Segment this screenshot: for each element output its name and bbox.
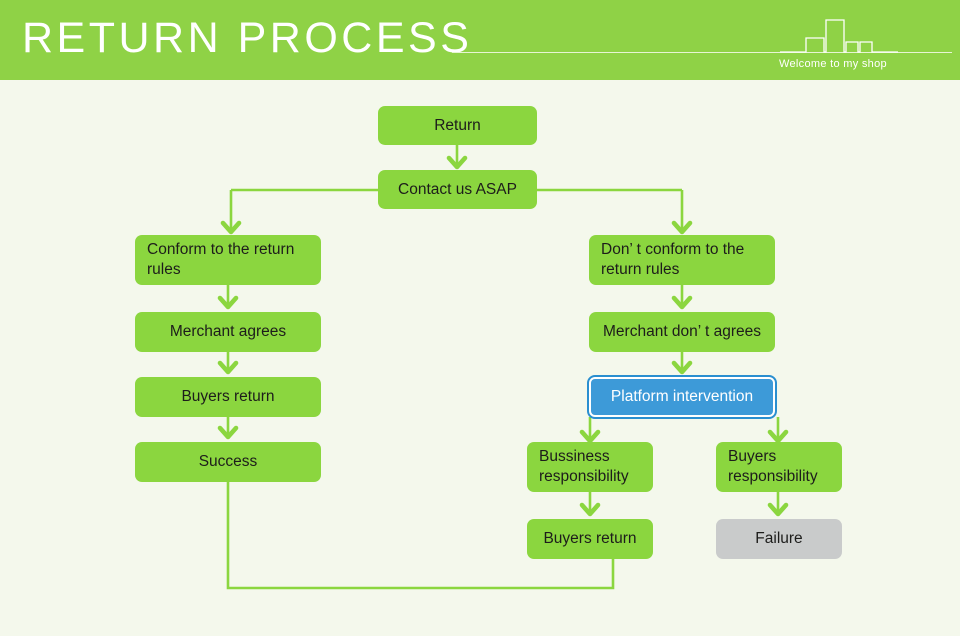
node-return[interactable]: Return	[378, 106, 537, 145]
edge-loopback-to-success	[226, 470, 615, 590]
city-skyline-icon	[780, 19, 898, 53]
node-label: Success	[198, 453, 258, 470]
node-buyers-responsibility[interactable]: Buyers responsibility	[716, 442, 842, 492]
flowchart-edges	[217, 145, 789, 590]
arrowhead-merchant-to-buyersreturn	[217, 360, 239, 375]
arrowhead-dontconform-to-merchantdisagree	[671, 295, 693, 310]
flowchart-canvas: Return Contact us ASAP Conform to the re…	[0, 80, 960, 636]
node-label: Failure	[755, 530, 803, 547]
page-title: RETURN PROCESS	[22, 14, 473, 62]
arrowhead-platform-to-buyersresp	[767, 429, 789, 444]
arrowhead-contact-to-conform	[220, 220, 242, 235]
arrowhead-return-to-contact	[446, 155, 468, 170]
node-label: Buyers return	[181, 388, 275, 405]
header-tagline: Welcome to my shop	[779, 58, 887, 70]
node-label: Platform intervention	[610, 388, 754, 405]
node-label: Conform to the return rules	[147, 241, 295, 278]
node-merchant-agrees[interactable]: Merchant agrees	[135, 312, 321, 352]
arrowhead-contact-to-dontconform	[671, 220, 693, 235]
node-label: Merchant agrees	[169, 323, 287, 340]
arrowhead-business-to-buyersreturn	[579, 502, 601, 517]
node-label: Contact us ASAP	[398, 180, 517, 198]
arrowhead-merchantdisagree-to-platform	[671, 360, 693, 375]
node-buyers-return-left[interactable]: Buyers return	[135, 377, 321, 417]
arrowhead-platform-to-business	[579, 429, 601, 444]
node-merchant-dont-agrees[interactable]: Merchant don’ t agrees	[589, 312, 775, 352]
node-contact-us-asap[interactable]: Contact us ASAP	[378, 170, 537, 209]
node-failure[interactable]: Failure	[716, 519, 842, 559]
node-success[interactable]: Success	[135, 442, 321, 482]
header-divider-line	[452, 52, 952, 53]
node-label: Buyers responsibility	[728, 448, 818, 485]
node-label: Buyers return	[543, 530, 637, 547]
node-bussiness-responsibility[interactable]: Bussiness responsibility	[527, 442, 653, 492]
arrowhead-buyersreturn-to-success	[217, 425, 239, 440]
node-buyers-return-right[interactable]: Buyers return	[527, 519, 653, 559]
node-label: Don’ t conform to the return rules	[601, 241, 745, 278]
arrowhead-buyersresp-to-failure	[767, 502, 789, 517]
node-label: Return	[434, 116, 481, 134]
arrowhead-conform-to-merchant	[217, 295, 239, 310]
node-platform-intervention[interactable]: Platform intervention	[587, 375, 777, 419]
node-label: Bussiness responsibility	[539, 448, 629, 485]
node-label: Merchant don’ t agrees	[603, 323, 761, 340]
node-conform-to-return-rules[interactable]: Conform to the return rules	[135, 235, 321, 285]
node-dont-conform-to-return-rules[interactable]: Don’ t conform to the return rules	[589, 235, 775, 285]
page-header: RETURN PROCESS Welcome to my shop	[0, 0, 960, 80]
